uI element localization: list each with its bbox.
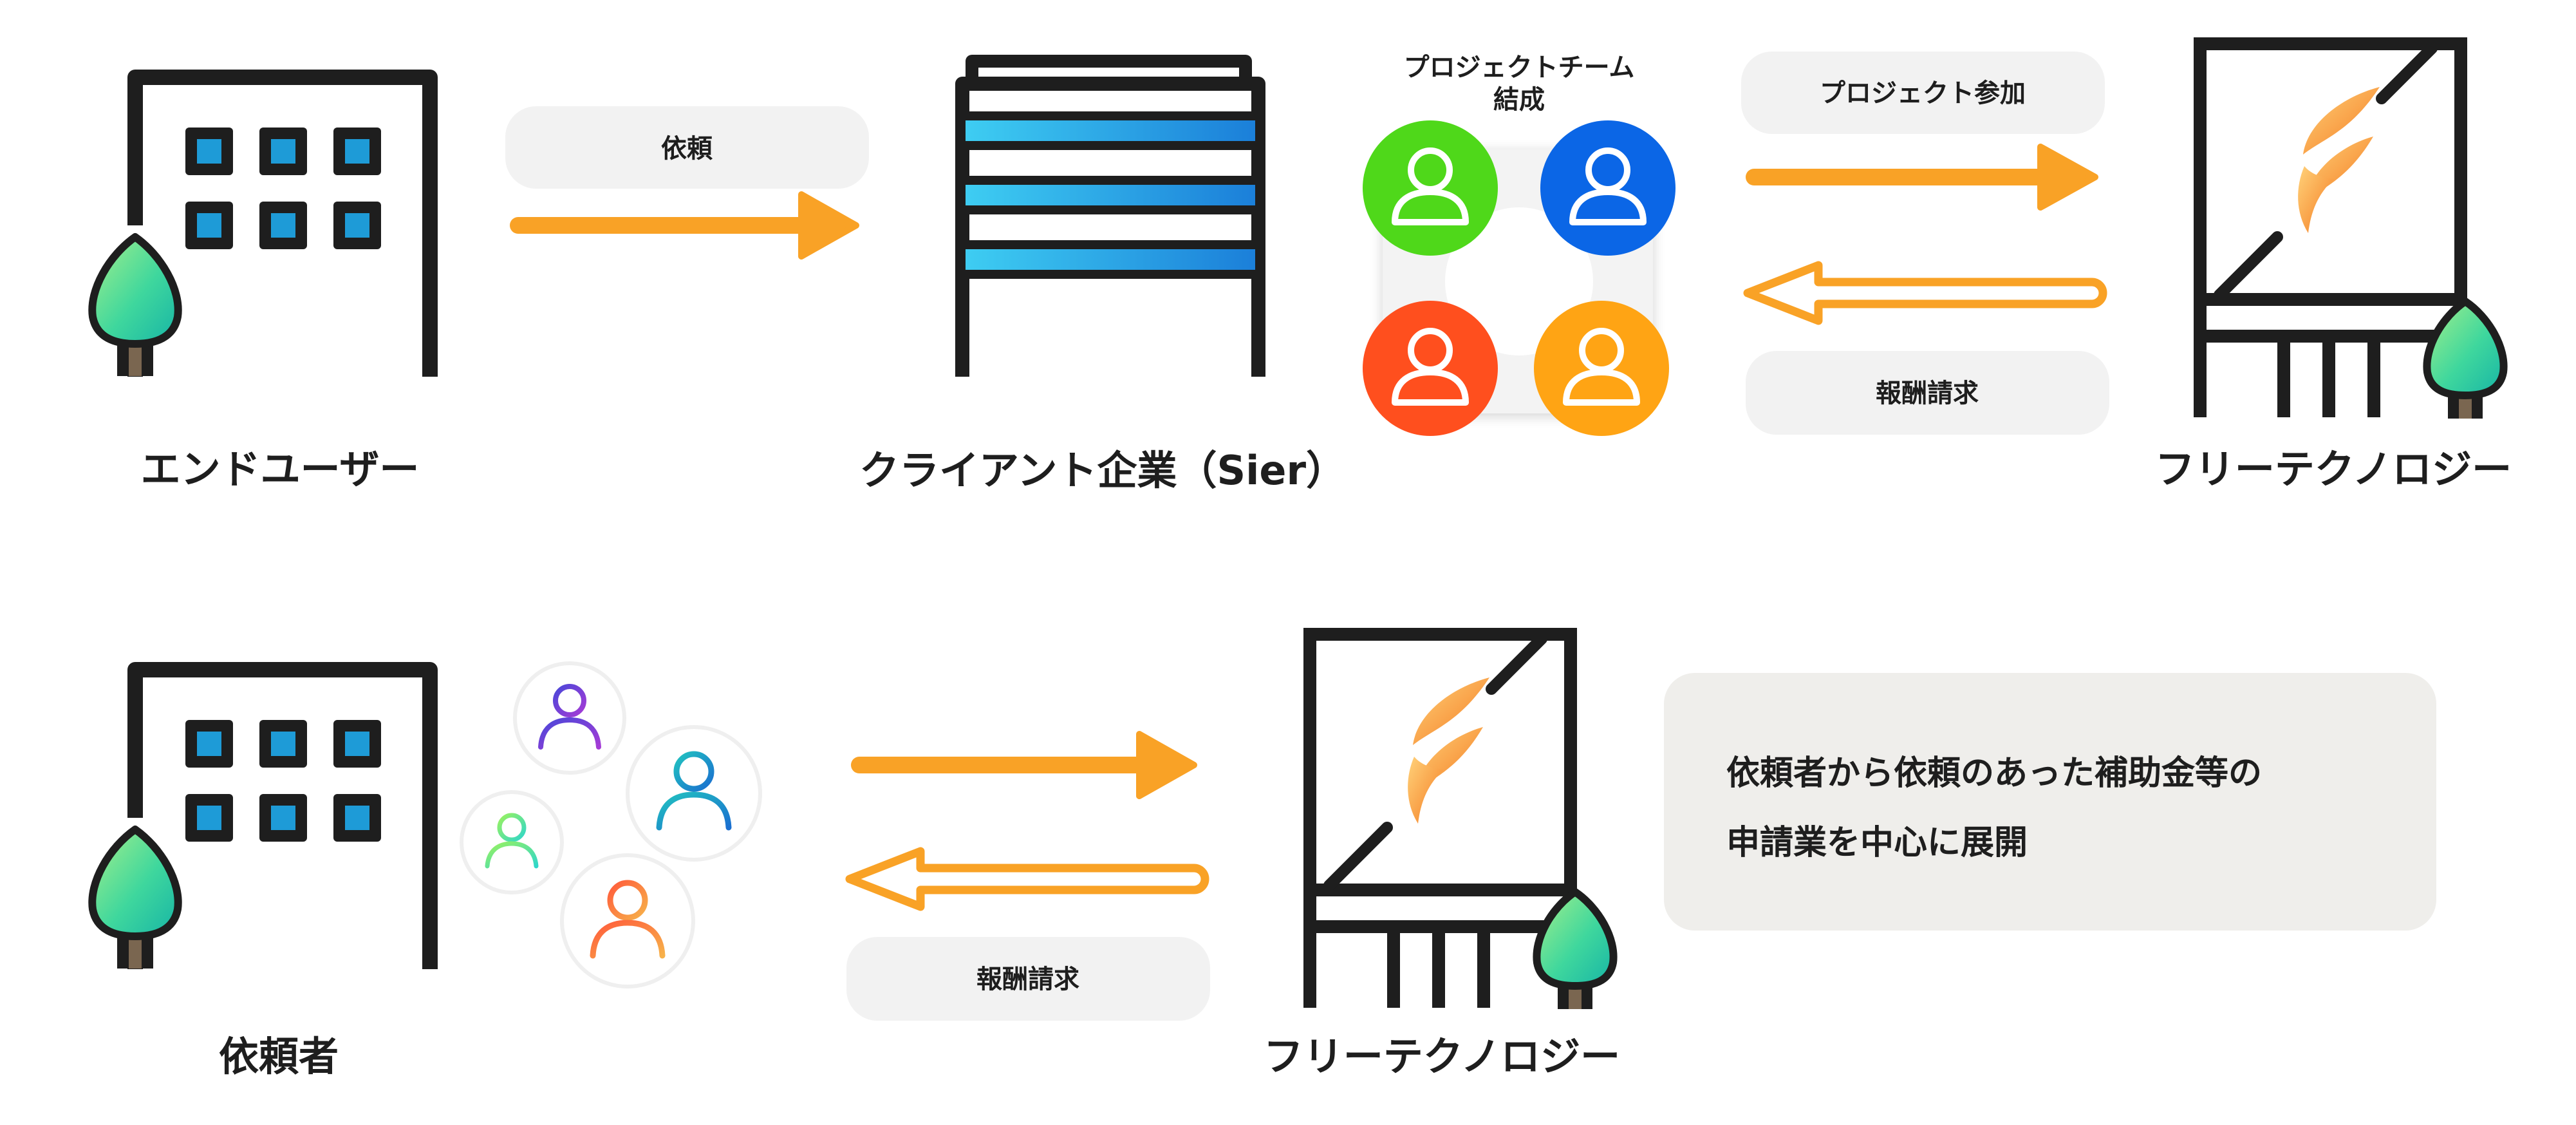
free-technology-building-icon [2194, 37, 2508, 419]
free-technology-label-bottom: フリーテクノロジー [1264, 1033, 1620, 1080]
flame-logo-icon [2298, 87, 2380, 233]
project-join-label: プロジェクト参加 [1820, 79, 2026, 108]
team-member-green-icon [1363, 120, 1498, 256]
request-arrow [510, 191, 859, 260]
team-member-red-icon [1363, 301, 1498, 436]
end-user-building-icon [88, 70, 438, 377]
tree-icon [2423, 298, 2508, 419]
client-company-label: クライアント企業（Sier） [859, 447, 1346, 494]
person-purple-icon [513, 661, 626, 775]
requester-label: 依頼者 [219, 1033, 339, 1080]
note-line2: 申請業を中心に展開 [1726, 824, 2028, 862]
person-teal-icon [626, 725, 762, 862]
free-technology-label: フリーテクノロジー [2155, 446, 2512, 493]
billing-return-arrow-bottom [845, 847, 1209, 911]
team-member-blue-icon [1540, 120, 1675, 256]
note-box [1664, 673, 2436, 931]
billing-pill-bottom [846, 937, 1210, 1021]
tree-icon [88, 233, 182, 376]
flame-logo-icon [1408, 677, 1489, 824]
billing-return-arrow [1743, 261, 2107, 325]
team-member-orange-icon [1534, 301, 1669, 436]
person-mint-icon [460, 790, 564, 894]
free-technology-building-bottom-icon [1303, 628, 1618, 1009]
project-join-pill [1741, 52, 2105, 134]
end-user-label: エンドユーザー [141, 446, 420, 493]
billing-label-bottom: 報酬請求 [976, 965, 1079, 994]
billing-label: 報酬請求 [1876, 379, 1979, 408]
tree-icon [88, 826, 182, 969]
billing-pill [1746, 351, 2109, 435]
request-pill [505, 106, 869, 189]
project-join-arrow [1746, 144, 2098, 211]
tree-icon [1533, 888, 1618, 1009]
request-arrow-bottom [851, 731, 1197, 799]
note-line1: 依頼者から依頼のあった補助金等の [1726, 754, 2262, 793]
client-company-building-icon [955, 55, 1265, 377]
request-label: 依頼 [661, 134, 713, 164]
requester-building-icon [88, 662, 438, 969]
person-coral-icon [560, 853, 695, 988]
team-label-line1: プロジェクトチーム [1404, 53, 1635, 82]
team-label-line2: 結成 [1493, 85, 1545, 115]
